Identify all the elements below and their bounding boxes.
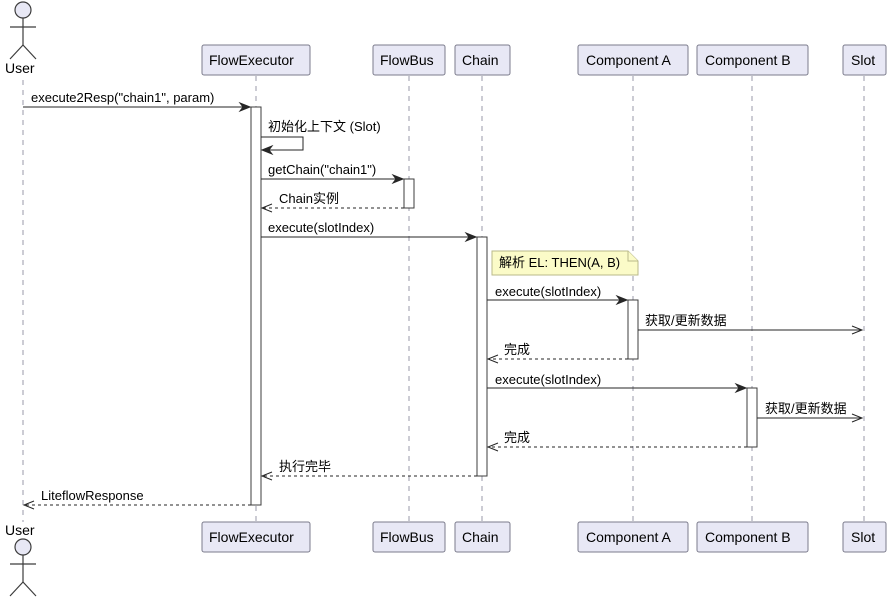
participant-label-user-top: User <box>5 60 35 76</box>
svg-text:Component B: Component B <box>705 52 791 68</box>
participant-flowexecutor-top: FlowExecutor <box>201 44 311 76</box>
svg-text:Chain: Chain <box>462 52 499 68</box>
actor-user-top: User <box>5 1 37 76</box>
message-execute-chain: execute(slotIndex) <box>261 220 478 243</box>
message-getchain: getChain("chain1") <box>261 162 405 185</box>
svg-text:Component A: Component A <box>586 529 671 545</box>
svg-text:完成: 完成 <box>504 342 530 357</box>
svg-text:FlowBus: FlowBus <box>380 52 434 68</box>
svg-text:执行完毕: 执行完毕 <box>279 459 331 474</box>
svg-text:Slot: Slot <box>851 52 875 68</box>
svg-text:Component B: Component B <box>705 529 791 545</box>
message-chain-finished: 执行完毕 <box>260 459 477 481</box>
participant-flowbus-bottom: FlowBus <box>372 521 446 553</box>
svg-text:LiteflowResponse: LiteflowResponse <box>41 488 144 503</box>
participant-chain-top: Chain <box>454 44 511 76</box>
svg-text:解析 EL: THEN(A, B): 解析 EL: THEN(A, B) <box>499 255 620 270</box>
svg-text:获取/更新数据: 获取/更新数据 <box>765 401 847 416</box>
message-component-b-done: 完成 <box>486 430 747 452</box>
svg-text:Chain实例: Chain实例 <box>279 191 339 206</box>
message-component-a-done: 完成 <box>486 342 628 364</box>
participant-chain-bottom: Chain <box>454 521 511 553</box>
message-chain-instance-return: Chain实例 <box>260 191 404 213</box>
message-init-context: 初始化上下文 (Slot) <box>260 119 381 156</box>
svg-text:FlowExecutor: FlowExecutor <box>209 529 294 545</box>
participant-label-user-bottom: User <box>5 522 35 538</box>
activation-flowbus <box>403 178 415 209</box>
svg-text:FlowBus: FlowBus <box>380 529 434 545</box>
svg-text:Slot: Slot <box>851 529 875 545</box>
message-liteflowresponse: LiteflowResponse <box>22 488 251 510</box>
svg-text:Chain: Chain <box>462 529 499 545</box>
svg-text:execute(slotIndex): execute(slotIndex) <box>495 284 601 299</box>
participant-slot-bottom: Slot <box>842 521 887 553</box>
message-execute-component-b: execute(slotIndex) <box>487 372 748 394</box>
message-component-a-slot: 获取/更新数据 <box>638 313 864 335</box>
note-parse-el: 解析 EL: THEN(A, B) <box>491 250 639 276</box>
actor-head-icon <box>14 1 32 19</box>
message-execute2resp: execute2Resp("chain1", param) <box>23 90 252 113</box>
participant-component-a-top: Component A <box>577 44 689 76</box>
svg-text:FlowExecutor: FlowExecutor <box>209 52 294 68</box>
participant-component-b-bottom: Component B <box>696 521 809 553</box>
participant-component-a-bottom: Component A <box>577 521 689 553</box>
message-component-b-slot: 获取/更新数据 <box>757 401 864 423</box>
svg-text:execute2Resp("chain1", param): execute2Resp("chain1", param) <box>31 90 214 105</box>
message-execute-component-a: execute(slotIndex) <box>487 284 629 306</box>
actor-user-bottom: User <box>5 522 37 597</box>
participant-flowbus-top: FlowBus <box>372 44 446 76</box>
svg-text:getChain("chain1"): getChain("chain1") <box>268 162 376 177</box>
svg-text:execute(slotIndex): execute(slotIndex) <box>495 372 601 387</box>
actor-head-icon <box>14 538 32 556</box>
participant-component-b-top: Component B <box>696 44 809 76</box>
participant-slot-top: Slot <box>842 44 887 76</box>
activation-chain <box>476 236 488 477</box>
activation-component-a <box>627 299 639 360</box>
svg-text:获取/更新数据: 获取/更新数据 <box>645 313 727 328</box>
svg-text:完成: 完成 <box>504 430 530 445</box>
activation-flowexecutor <box>250 106 262 506</box>
svg-text:execute(slotIndex): execute(slotIndex) <box>268 220 374 235</box>
svg-text:初始化上下文 (Slot): 初始化上下文 (Slot) <box>268 119 381 134</box>
svg-text:Component A: Component A <box>586 52 671 68</box>
activation-component-b <box>746 387 758 448</box>
participant-flowexecutor-bottom: FlowExecutor <box>201 521 311 553</box>
